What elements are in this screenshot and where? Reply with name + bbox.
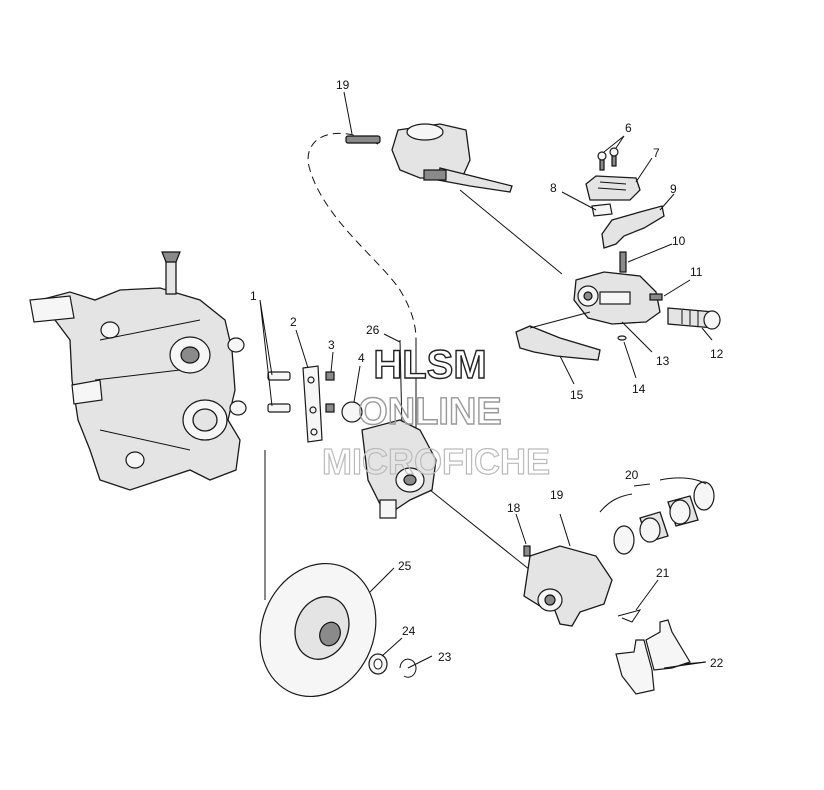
- callout-6: 6: [625, 121, 632, 135]
- rear-caliper: [361, 419, 437, 519]
- callout-4: 4: [358, 351, 365, 365]
- front-master-cylinder: [573, 271, 661, 325]
- callout-11: 11: [690, 265, 703, 279]
- screw-11: [649, 279, 691, 301]
- bleeder-18: [515, 513, 531, 557]
- brake-line-26: [383, 333, 417, 431]
- watermark-line-3: MICROFICHE: [322, 441, 550, 482]
- master-cylinder-assembly: [391, 123, 513, 193]
- pin-10: [619, 243, 673, 273]
- lever-15: [515, 311, 601, 385]
- callout-22: 22: [710, 656, 724, 670]
- cable-5: [307, 91, 417, 341]
- bracket-2: [295, 329, 323, 443]
- caliper-19: [523, 513, 613, 627]
- callout-8: 8: [550, 181, 557, 195]
- washer-4: [341, 365, 363, 423]
- clip-21: [617, 579, 659, 623]
- callout-26: 26: [366, 323, 380, 337]
- brake-pads-22: [615, 619, 707, 695]
- callout-24: 24: [402, 624, 416, 638]
- callout-3: 3: [328, 338, 335, 352]
- callout-20: 20: [625, 468, 639, 482]
- callout-14: 14: [632, 382, 646, 396]
- brake-disc-25: [259, 562, 395, 698]
- piston-kit-20: [599, 477, 715, 555]
- callout-2: 2: [290, 315, 297, 329]
- nut-3-group: [325, 351, 335, 413]
- gearcase-assembly: [29, 251, 247, 491]
- cover-7: [585, 157, 653, 201]
- callout-23: 23: [438, 650, 452, 664]
- callout-10: 10: [672, 234, 686, 248]
- grip-12: [667, 307, 721, 341]
- watermark-line-1: HLSM: [373, 343, 486, 387]
- callout-13: 13: [656, 354, 670, 368]
- diaphragm-8: [561, 191, 613, 217]
- callout-19: 19: [550, 488, 564, 502]
- callout-15: 15: [570, 388, 584, 402]
- callout-18: 18: [507, 501, 521, 515]
- callout-5: 19: [336, 78, 350, 92]
- callout-labels: 19 6 7 8 9 10 11 1 2 3 4 26 12 13 14 15 …: [250, 78, 724, 670]
- guide-line: [429, 489, 531, 571]
- screw-6-group: [597, 135, 625, 171]
- callout-9: 9: [670, 182, 677, 196]
- lever-9: [601, 193, 675, 249]
- washer-24: [368, 637, 403, 675]
- callout-25: 25: [398, 559, 412, 573]
- watermark-line-2: ONLINE: [358, 391, 502, 433]
- oring-14: [617, 335, 637, 379]
- callout-21: 21: [656, 566, 670, 580]
- callout-7: 7: [653, 146, 660, 160]
- watermark: HLSM ONLINE MICROFICHE: [321, 342, 550, 482]
- guide-line: [459, 189, 563, 275]
- callout-1: 1: [250, 289, 257, 303]
- callout-12: 12: [710, 347, 724, 361]
- bolt-1-group: [259, 299, 291, 413]
- lead-13: [621, 321, 653, 353]
- snap-ring-23: [399, 655, 433, 678]
